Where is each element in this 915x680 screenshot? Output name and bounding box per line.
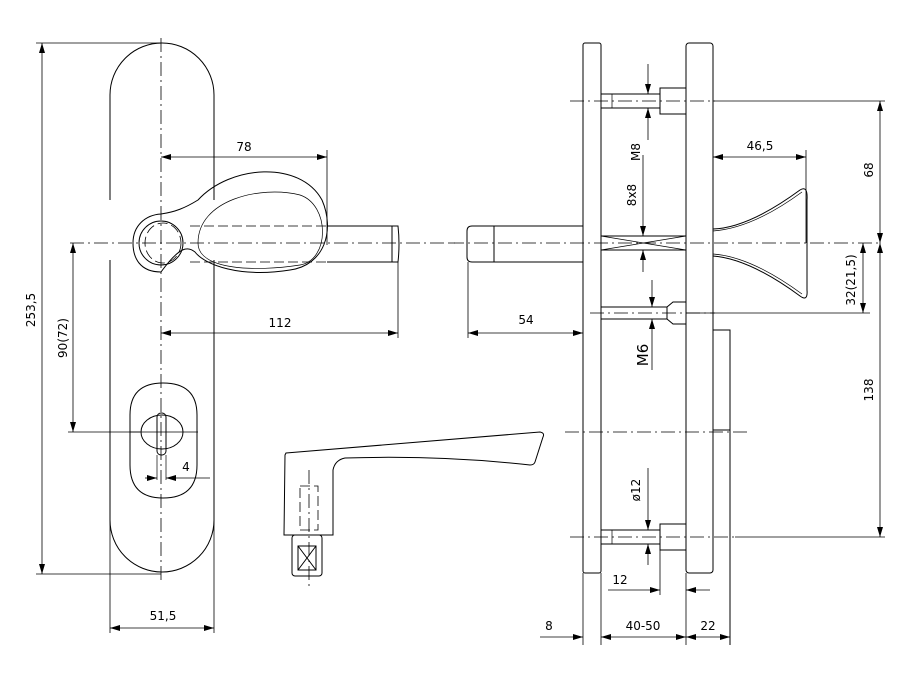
- lever-handle-top: [132, 171, 400, 273]
- escutcheon-plate: [109, 42, 215, 573]
- dim-top-to-axis: 68: [862, 162, 876, 177]
- inner-plate: [582, 42, 602, 574]
- dim-axis-to-bottom: 138: [862, 379, 876, 402]
- cylinder-flange: [712, 329, 731, 431]
- outer-plate: [685, 42, 714, 574]
- dim-slot-width: 4: [182, 460, 190, 474]
- front-dimensions: 253,5 90(72) 78 112 51,5 4: [24, 42, 399, 633]
- side-dimensions: 68 138 32(21,5) 46,5 54 8 40-50 22 12: [467, 64, 885, 645]
- dim-handle-length: 112: [269, 316, 292, 330]
- lever-handle-side: [283, 431, 545, 586]
- dim-height: 253,5: [24, 293, 38, 327]
- knob: [712, 188, 808, 299]
- dim-knob-depth: 46,5: [747, 139, 774, 153]
- dim-door-thickness: 40-50: [626, 619, 661, 633]
- front-view: 253,5 90(72) 78 112 51,5 4: [24, 38, 545, 633]
- dim-plate-thickness: 8: [545, 619, 553, 633]
- dim-plate-width: 51,5: [150, 609, 177, 623]
- label-m8: M8: [629, 143, 643, 161]
- label-bushing: ø12: [629, 479, 643, 502]
- dim-handle-spacing: 90(72): [56, 318, 70, 358]
- dim-axis-to-m6: 32(21,5): [844, 254, 858, 305]
- dim-spindle-length: 54: [518, 313, 533, 327]
- dim-screw-offset: 12: [612, 573, 627, 587]
- dim-outer-plate: 22: [700, 619, 715, 633]
- handle-neck: [466, 225, 583, 263]
- dim-handle-reach: 78: [236, 140, 251, 154]
- label-m6: M6: [634, 344, 652, 367]
- label-8x8: 8x8: [625, 184, 639, 206]
- cylinder-escutcheon: [129, 382, 198, 499]
- side-view: 68 138 32(21,5) 46,5 54 8 40-50 22 12: [450, 42, 885, 645]
